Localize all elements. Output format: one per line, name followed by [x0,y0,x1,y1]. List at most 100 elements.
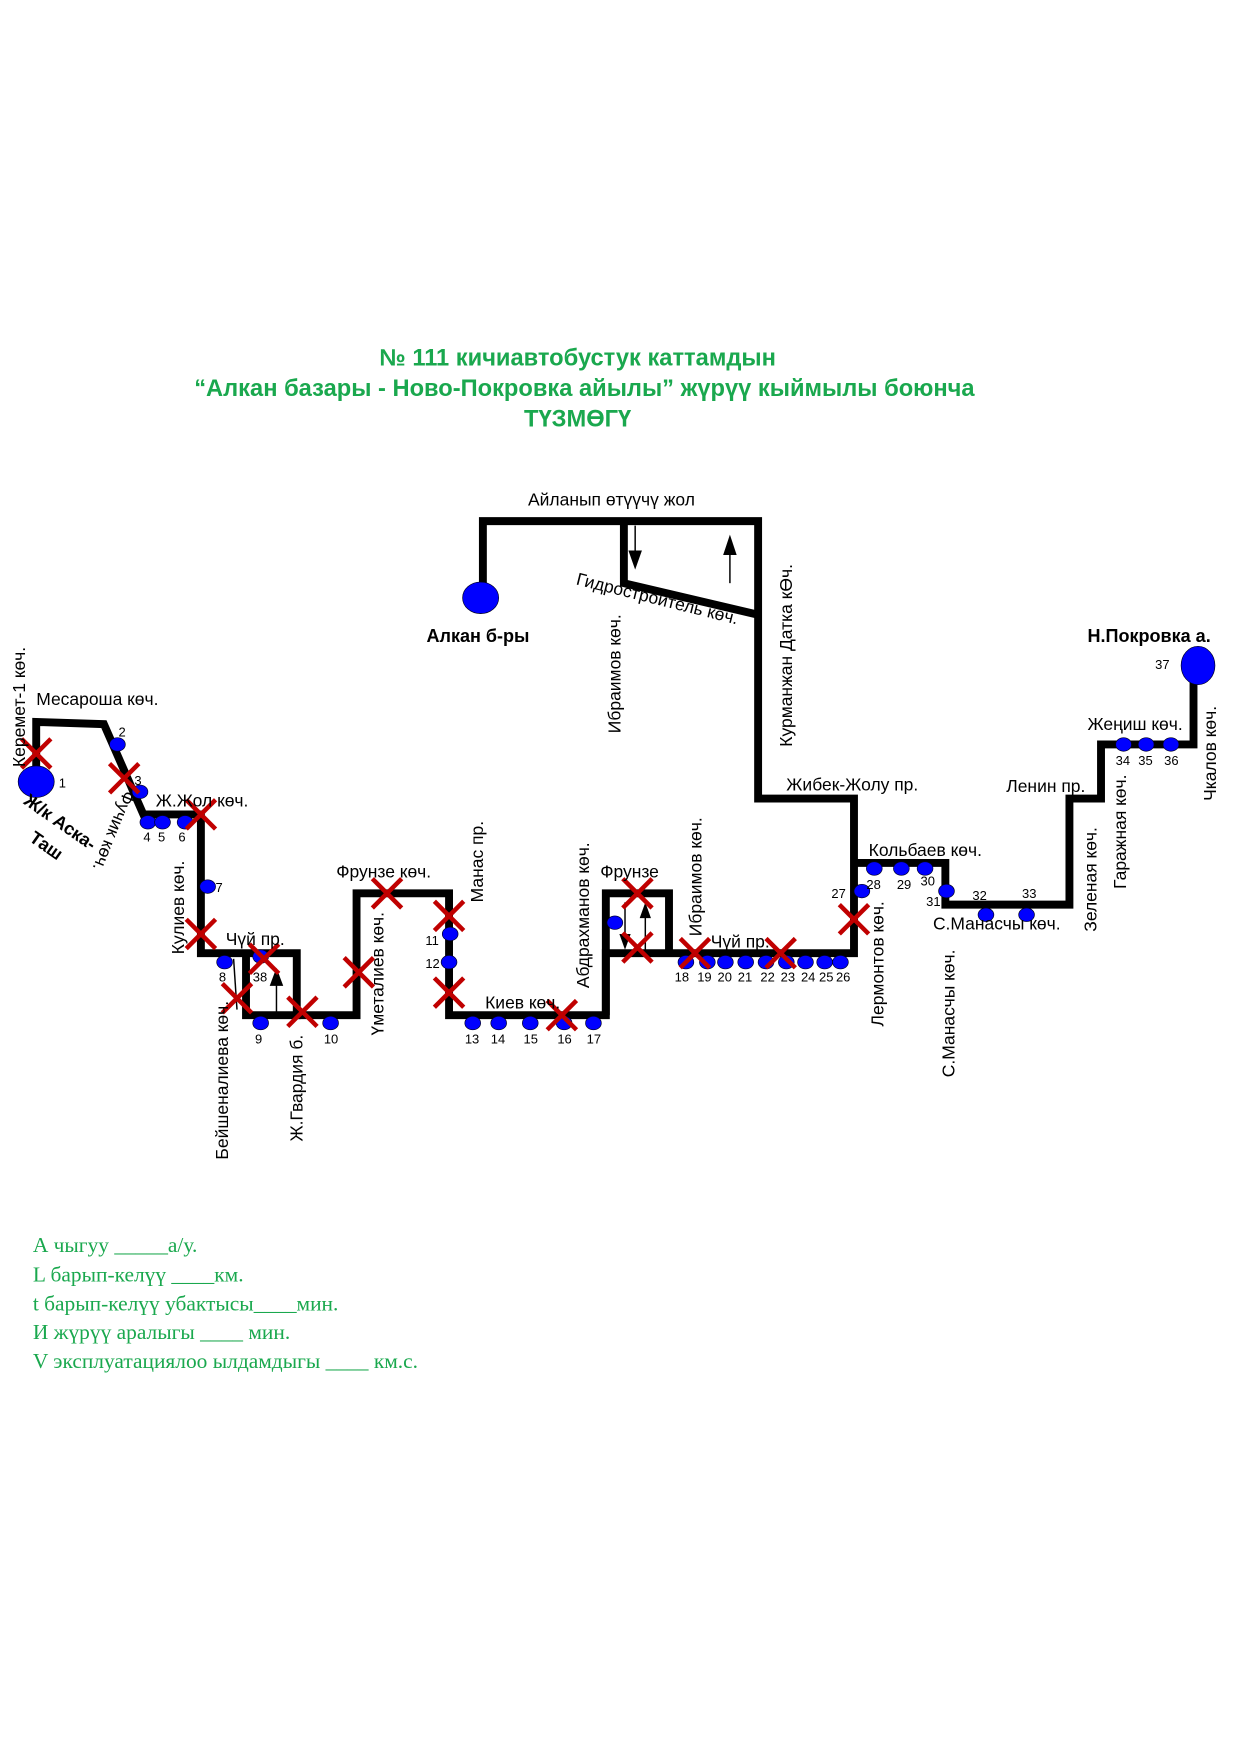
stop-number: 16 [557,1031,571,1046]
terminal-npokrovka-icon[interactable] [1180,645,1216,686]
street-smanaschy-h: С.Манасчы көч. [933,913,1061,933]
terminal-aska-tash-icon[interactable] [17,765,55,798]
bus-stop-icon[interactable] [322,1015,339,1031]
bus-stop-icon[interactable] [464,1015,481,1031]
street-beishenalieva: Бейшеналиева көч. [212,1001,232,1160]
closed-cross-icon [545,998,579,1032]
street-gidrostroitel: Гидростроитель көч. [574,569,740,629]
bus-stop-icon[interactable] [916,861,934,876]
closed-cross-icon [621,877,654,910]
stop-number: 33 [1022,886,1036,901]
closed-cross-icon [432,899,466,933]
terminal-alkan-icon[interactable] [462,581,500,614]
bus-stop-icon[interactable] [1115,737,1132,752]
stop-number: 37 [1155,657,1169,672]
bus-stop-icon[interactable] [737,955,754,970]
bus-stop-icon[interactable] [216,955,233,970]
stop-number: 10 [324,1031,338,1046]
title-line-2: “Алкан базары - Ново-Покровка айылы” жүр… [194,376,975,402]
bus-stop-icon[interactable] [252,1015,269,1031]
street-frunze-2: Фрунзе [600,862,659,882]
bus-stop-icon[interactable] [440,955,458,970]
street-ailanyp: Айланып өтүүчү жол [528,489,695,509]
street-manas: Манас пр. [467,821,487,902]
stop-number: 12 [425,956,439,971]
street-garazhnaya: Гаражная көч. [1110,775,1130,889]
form-line-interval: И жүрүү аралыгы ____ мин. [33,1320,290,1344]
street-kurmanzhan: Курманжан Датка кӨч. [776,564,796,747]
stop-number: 24 [801,969,815,984]
street-keremet: Керемет-1 көч. [9,647,29,767]
bus-stop-icon[interactable] [585,1015,602,1031]
stop-number: 9 [255,1031,262,1046]
street-frunze-1: Фрунзе көч. [336,862,431,882]
stop-number: 27 [831,886,845,901]
closed-cross-icon [837,903,871,936]
bus-stop-icon[interactable] [893,861,910,876]
bus-stop-icon[interactable] [832,955,849,970]
street-umetaliev: Үметалиев көч. [368,912,388,1035]
stop-number: 6 [178,829,185,844]
bus-stop-icon[interactable] [154,815,171,830]
stop-number: 28 [866,877,880,892]
street-fuchik: Фучик көч. [89,788,139,874]
stop-number: 32 [972,888,986,903]
bus-stop-icon[interactable] [797,955,814,970]
stop-number: 15 [523,1031,537,1046]
stop-number: 7 [216,880,223,895]
form-line-departures: А чыгуу _____а/у. [33,1233,198,1257]
bus-stop-icon[interactable] [1137,737,1155,752]
closed-cross-icon [107,762,141,795]
bus-stop-icon[interactable] [441,926,459,942]
form-line-speed: V эксплуатациялоо ылдамдыгы ____ км.с. [33,1349,418,1373]
street-zelenaya: Зеленая көч. [1081,827,1101,932]
street-zhenish: Жеңиш көч. [1087,714,1182,734]
arrow-up-icon [639,902,651,919]
bus-stop-icon[interactable] [853,883,871,899]
street-chuy-2: Чүй пр. [711,931,770,951]
closed-cross-icon [621,931,654,964]
stop-number: 2 [119,725,126,740]
bus-stop-icon[interactable] [1018,907,1035,922]
bus-stop-icon[interactable] [1162,737,1180,752]
stop-number: 13 [465,1031,479,1046]
stop-number: 25 [819,969,833,984]
stop-number: 14 [491,1031,505,1046]
bus-stop-icon[interactable] [938,883,955,899]
street-lenin: Ленин пр. [1006,776,1085,796]
street-chkalov: Чкалов көч. [1200,706,1220,801]
stop-number: 29 [897,877,911,892]
bus-stop-icon[interactable] [109,737,126,752]
stop-number: 36 [1164,753,1178,768]
stop-number: 23 [781,969,795,984]
bus-stop-icon[interactable] [816,955,833,970]
closed-cross-icon [247,942,281,976]
direction-arrows [232,525,737,1013]
closed-cross-icon [764,936,797,970]
stop-number: 3 [134,773,141,788]
closed-cross-icon [370,877,404,910]
stop-number: 34 [1116,753,1130,768]
bus-stop-icon[interactable] [866,861,883,876]
closed-cross-icon [220,981,254,1015]
closed-cross-icon [432,976,466,1009]
stop-number: 20 [718,969,732,984]
terminal-end-label: Н.Покровка а. [1087,626,1210,646]
bus-stop-icon[interactable] [139,815,157,830]
stop-number: 35 [1138,753,1152,768]
bus-stop-icon[interactable] [490,1015,507,1031]
title-line-3: ТҮЗМӨГҮ [524,406,632,432]
bus-stop-icon[interactable] [199,879,216,894]
stop-number: 18 [675,969,689,984]
street-kuliev: Кулиев көч. [168,861,188,955]
street-kolbaev: Кольбаев көч. [869,840,982,860]
closed-cross-icon [19,737,53,770]
bus-stop-icon[interactable] [717,955,734,970]
stop-number: 31 [926,894,940,909]
bus-stop-icon[interactable] [606,915,624,930]
bus-stop-icon[interactable] [977,907,995,922]
closed-cross-icon [286,995,319,1029]
street-mesarosha: Месароша көч. [36,689,158,709]
bus-stop-icon[interactable] [522,1015,539,1031]
